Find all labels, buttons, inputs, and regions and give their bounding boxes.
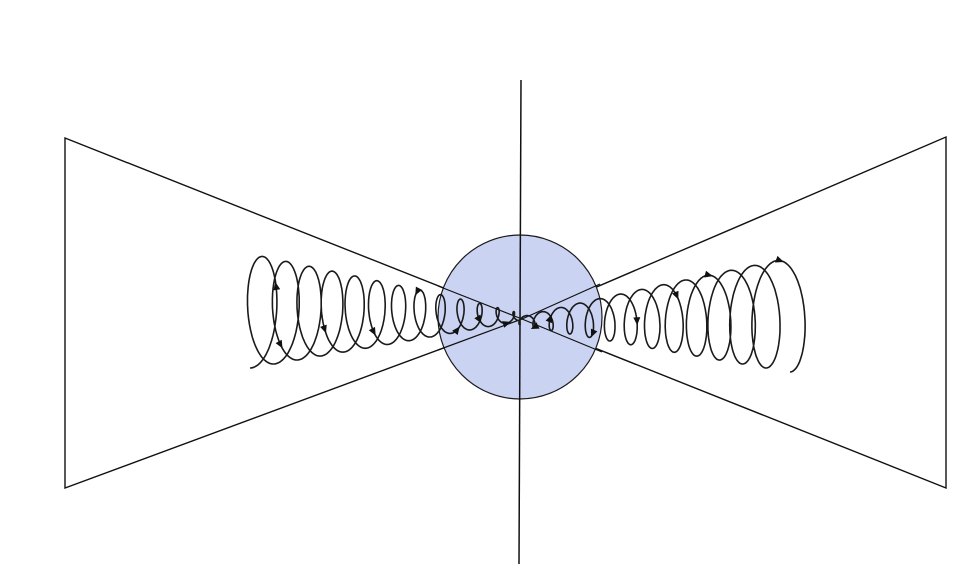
direction-arrowhead-8 — [502, 321, 511, 328]
direction-arrowhead-11 — [590, 328, 598, 338]
left-cone-outline — [64, 136, 523, 490]
direction-arrowhead-13 — [672, 290, 679, 300]
left-cone-upper-edge-over-sphere — [437, 285, 523, 320]
direction-arrowhead-7 — [474, 314, 482, 324]
helical-trajectory — [246, 255, 806, 373]
direction-arrowhead-2 — [275, 339, 283, 349]
right-cone-upper-edge-over-sphere — [521, 283, 601, 320]
direction-arrowhead-10 — [545, 314, 553, 324]
direction-arrowhead-9 — [530, 322, 540, 329]
direction-arrowhead-5 — [415, 286, 423, 296]
direction-arrowhead-4 — [368, 326, 376, 336]
direction-arrowhead-3 — [320, 324, 327, 334]
direction-arrowhead-12 — [633, 317, 641, 326]
direction-arrowheads — [273, 255, 784, 349]
direction-arrowhead-6 — [452, 326, 460, 336]
right-cone-outline — [521, 135, 947, 490]
direction-arrowhead-1 — [273, 281, 281, 291]
direction-arrowhead-15 — [775, 255, 784, 263]
direction-arrowhead-14 — [704, 270, 713, 278]
